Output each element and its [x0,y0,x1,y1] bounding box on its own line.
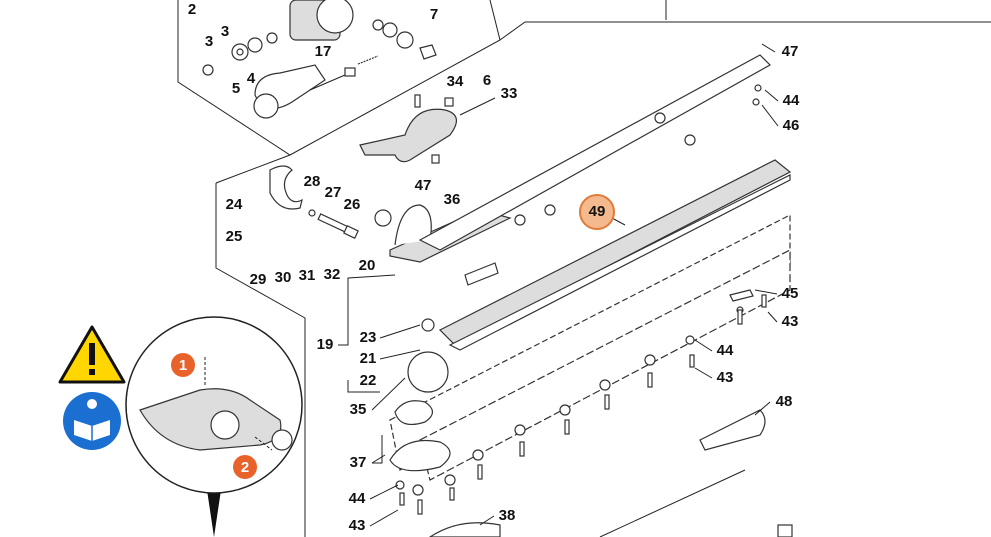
part-label[interactable]: 36 [444,191,461,208]
part-label[interactable]: 31 [299,267,316,284]
part-label[interactable]: 3 [221,23,229,40]
gearbox-parts [269,54,771,286]
part-label[interactable]: 21 [360,350,377,367]
part-label[interactable]: 43 [717,369,734,386]
highlighted-part-49[interactable]: 49 [579,194,615,230]
part-label[interactable]: 44 [349,490,366,507]
read-manual-icon [63,392,121,450]
part-label[interactable]: 27 [325,184,342,201]
screws-and-washers [395,84,767,515]
part-label[interactable]: 37 [350,454,367,471]
group-outline-left [215,183,306,537]
part-label[interactable]: 34 [447,73,464,90]
part-label[interactable]: 22 [360,372,377,389]
part-label[interactable]: 30 [275,269,292,286]
part-label[interactable]: 7 [430,6,438,23]
part-label[interactable]: 23 [360,329,377,346]
part-label[interactable]: 33 [501,85,518,102]
part-label[interactable]: 38 [499,507,516,524]
part-label[interactable]: 47 [782,43,799,60]
part-label[interactable]: 2 [188,1,196,18]
part-label-highlighted[interactable]: 49 [589,203,606,220]
part-label[interactable]: 43 [782,313,799,330]
part-label[interactable]: 44 [783,92,800,109]
part-label[interactable]: 4 [247,70,256,87]
part-label[interactable]: 28 [304,173,321,190]
part-label[interactable]: 5 [232,80,240,97]
cutter-bar [389,159,793,537]
inset-detail: 1 2 [125,316,303,537]
step-2-label: 2 [241,459,249,476]
gear-head-parts [202,0,437,119]
handle-parts [359,94,457,164]
group-outline-connector [215,154,291,184]
part-label[interactable]: 45 [782,285,799,302]
step-1-label: 1 [179,357,187,374]
part-label[interactable]: 46 [783,117,800,134]
group-outline-main [499,21,991,41]
part-labels: 2 3 3 4 5 7 17 34 6 33 47 44 46 24 28 27… [188,1,800,534]
part-label[interactable]: 3 [205,33,213,50]
part-label[interactable]: 26 [344,196,361,213]
part-label[interactable]: 35 [350,401,367,418]
part-label[interactable]: 25 [226,228,243,245]
part-label[interactable]: 19 [317,336,334,353]
part-label[interactable]: 29 [250,271,267,288]
part-label[interactable]: 44 [717,342,734,359]
part-label[interactable]: 20 [359,257,376,274]
part-label[interactable]: 6 [483,72,491,89]
part-label[interactable]: 24 [226,196,243,213]
part-label[interactable]: 47 [415,177,432,194]
warning-icon [58,325,126,384]
part-label[interactable]: 17 [315,43,332,60]
part-label[interactable]: 43 [349,517,366,534]
leader-lines [338,43,779,527]
part-label[interactable]: 32 [324,266,341,283]
part-label[interactable]: 48 [776,393,793,410]
